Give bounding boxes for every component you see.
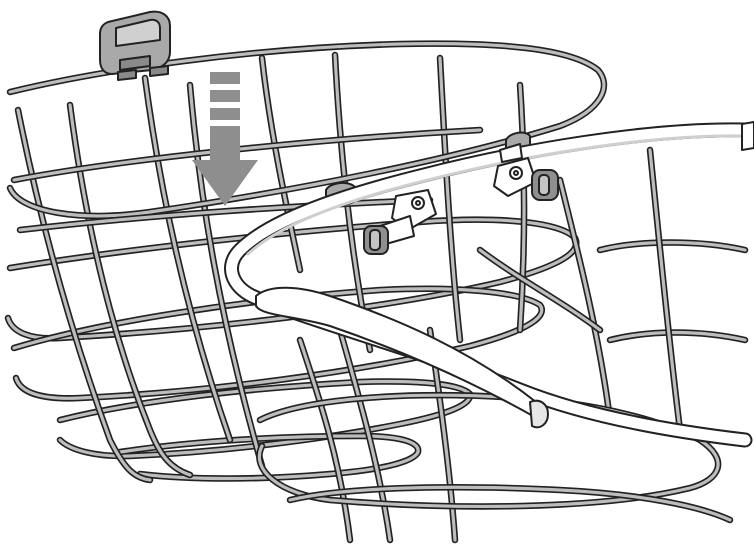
basket-vertical-wires	[14, 51, 528, 484]
roller-icon	[363, 169, 559, 255]
arrow-down-icon	[192, 72, 258, 206]
left-roller	[363, 225, 389, 255]
basket-clip-icon	[99, 10, 171, 81]
wire-basket	[4, 40, 608, 484]
right-roller	[531, 169, 559, 201]
carrier-tube-end	[741, 121, 754, 151]
right-bracket	[493, 143, 537, 197]
carrier-front-bar	[255, 286, 549, 429]
bracket-icon	[379, 143, 537, 245]
left-bracket	[379, 189, 437, 245]
